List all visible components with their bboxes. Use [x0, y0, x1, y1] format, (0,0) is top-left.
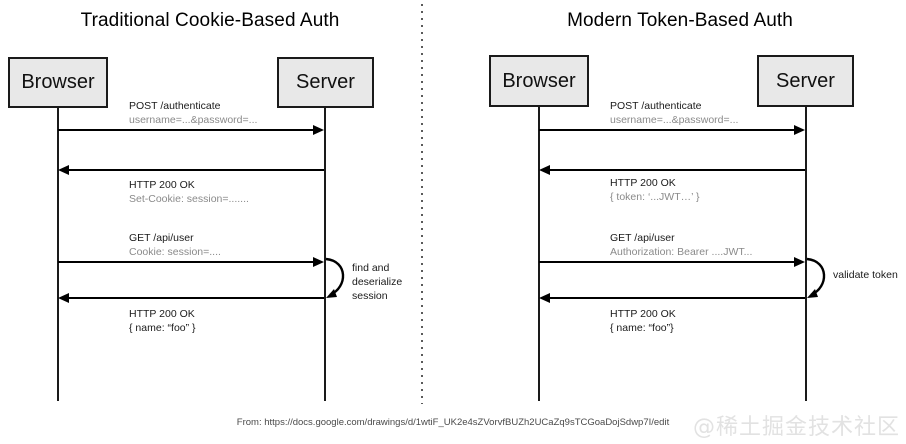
message-left-4-line2: { name: “foo” } — [129, 322, 196, 334]
arrowhead-right-1 — [794, 125, 805, 135]
message-left-2-line2: Set-Cookie: session=....... — [129, 193, 249, 205]
message-right-4-line2: { name: “foo”} — [610, 322, 674, 334]
panel-title-token: Modern Token-Based Auth — [567, 10, 793, 31]
lifeline-left-server — [324, 108, 326, 401]
message-left-2-line1: HTTP 200 OK — [129, 179, 195, 191]
self-call-note-left-line3: session — [352, 290, 388, 302]
message-left-4-line1: HTTP 200 OK — [129, 308, 195, 320]
message-label-right-3: GET /api/user Authorization: Bearer ....… — [610, 231, 752, 259]
arrowhead-right-2 — [539, 165, 550, 175]
message-left-3-line2: Cookie: session=.... — [129, 246, 221, 258]
arrow-left-2 — [68, 169, 324, 171]
arrowhead-left-4 — [58, 293, 69, 303]
message-label-left-1: POST /authenticate username=...&password… — [129, 99, 257, 127]
arrowhead-right-3 — [794, 257, 805, 267]
arrowhead-right-4 — [539, 293, 550, 303]
message-right-1-line1: POST /authenticate — [610, 100, 702, 112]
arrowhead-left-3 — [313, 257, 324, 267]
message-right-4-line1: HTTP 200 OK — [610, 308, 676, 320]
message-right-2-line2: { token: ‘...JWT…’ } — [610, 191, 700, 203]
actor-box-left-server: Server — [277, 57, 374, 108]
arrow-left-3 — [58, 261, 314, 263]
arrow-right-2 — [549, 169, 805, 171]
self-call-note-right: validate token — [833, 268, 898, 282]
arrow-left-4 — [68, 297, 324, 299]
message-label-right-4: HTTP 200 OK { name: “foo”} — [610, 307, 676, 335]
arrowhead-left-2 — [58, 165, 69, 175]
self-call-note-left-line1: find and — [352, 262, 390, 274]
self-call-arc-right — [806, 257, 826, 298]
message-left-1-line2: username=...&password=... — [129, 114, 258, 126]
message-label-right-2: HTTP 200 OK { token: ‘...JWT…’ } — [610, 176, 699, 204]
arrowhead-left-1 — [313, 125, 324, 135]
panel-title-cookie: Traditional Cookie-Based Auth — [80, 10, 340, 31]
arrow-right-1 — [539, 129, 795, 131]
arrow-right-4 — [549, 297, 805, 299]
message-left-3-line1: GET /api/user — [129, 232, 194, 244]
lifeline-left-browser — [57, 108, 59, 401]
message-right-1-line2: username=...&password=... — [610, 114, 739, 126]
message-label-left-3: GET /api/user Cookie: session=.... — [129, 231, 221, 259]
watermark-text: @稀土掘金技术社区 — [692, 415, 900, 440]
message-right-2-line1: HTTP 200 OK — [610, 177, 676, 189]
panel-divider — [421, 4, 423, 404]
self-call-note-left: find and deserialize session — [352, 261, 402, 303]
arrow-right-3 — [539, 261, 795, 263]
lifeline-right-server — [805, 107, 807, 401]
message-label-right-1: POST /authenticate username=...&password… — [610, 99, 738, 127]
actor-box-right-server: Server — [757, 55, 854, 107]
actor-box-left-browser: Browser — [8, 57, 108, 108]
message-label-left-4: HTTP 200 OK { name: “foo” } — [129, 307, 196, 335]
message-left-1-line1: POST /authenticate — [129, 100, 221, 112]
source-url-caption: From: https://docs.google.com/drawings/d… — [236, 417, 670, 428]
message-label-left-2: HTTP 200 OK Set-Cookie: session=....... — [129, 178, 249, 206]
self-call-note-left-line2: deserialize — [352, 276, 403, 288]
arrow-left-1 — [58, 129, 314, 131]
message-right-3-line2: Authorization: Bearer ....JWT... — [610, 246, 753, 258]
actor-box-right-browser: Browser — [489, 55, 589, 107]
self-call-arc-left — [325, 257, 345, 298]
self-call-note-right-line1: validate token — [833, 269, 898, 281]
lifeline-right-browser — [538, 107, 540, 401]
message-right-3-line1: GET /api/user — [610, 232, 675, 244]
